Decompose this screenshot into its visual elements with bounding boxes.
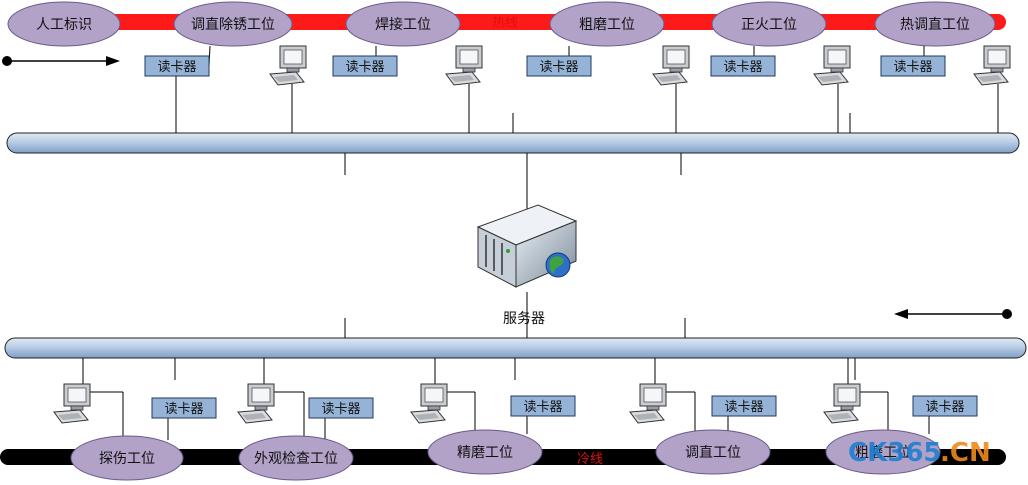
cold-station-2 — [238, 435, 354, 481]
card-reader-cold-1 — [151, 397, 217, 419]
server-label: 服务器 — [503, 311, 545, 327]
hot-station-label: 焊接工位 — [375, 16, 431, 33]
hot-station-3 — [345, 1, 461, 47]
computer-icon-hot-1 — [269, 45, 307, 86]
card-reader-cold-4 — [711, 395, 777, 417]
upper-network-bus — [6, 132, 1020, 154]
cold-station-label: 探伤工位 — [99, 451, 155, 467]
hot-station-label: 正火工位 — [741, 17, 797, 33]
hot-station-4 — [549, 1, 665, 47]
hot-station-1 — [7, 1, 121, 47]
watermark-ck365: CK365 — [848, 438, 942, 468]
card-reader-label: 读卡器 — [724, 400, 763, 415]
cold-station-label: 外观检查工位 — [254, 451, 338, 467]
card-reader-label: 读卡器 — [723, 60, 762, 75]
hot-station-label: 调直除锈工位 — [191, 16, 275, 33]
computer-icon-cold-2 — [237, 383, 275, 424]
cold-line-label: 冷线 — [577, 452, 603, 467]
computer-icon-cold-4 — [629, 383, 667, 424]
computer-icon-hot-5 — [973, 45, 1011, 86]
cold-station-label: 粗磨工位 — [855, 445, 911, 461]
cold-station-label: 精磨工位 — [457, 445, 513, 461]
cold-station-4 — [655, 429, 771, 475]
card-reader-label: 读卡器 — [539, 60, 578, 75]
computer-icon-hot-2 — [445, 45, 483, 86]
lower-network-bus — [4, 337, 1027, 359]
card-reader-cold-2 — [308, 397, 374, 419]
card-reader-label: 读卡器 — [345, 60, 384, 75]
card-reader-cold-5 — [912, 395, 978, 417]
card-reader-label: 读卡器 — [523, 400, 562, 415]
card-reader-label: 读卡器 — [893, 60, 932, 75]
computer-icon-hot-4 — [813, 45, 851, 86]
hot-station-6 — [874, 1, 996, 47]
card-reader-3 — [526, 55, 592, 77]
server-icon — [476, 204, 578, 288]
cold-station-5 — [825, 429, 941, 475]
card-reader-5 — [880, 55, 946, 77]
cold-station-1 — [70, 435, 184, 481]
cold-station-label: 调直工位 — [685, 444, 741, 461]
card-reader-label: 读卡器 — [925, 400, 964, 415]
card-reader-label: 读卡器 — [157, 60, 196, 75]
lower-bus-drops — [174, 318, 856, 380]
hot-station-2 — [173, 1, 293, 47]
cold-station-3 — [427, 429, 543, 475]
hot-line-label: 热线 — [492, 16, 518, 31]
card-reader-cold-3 — [510, 395, 576, 417]
computer-icon-cold-1 — [53, 383, 91, 424]
card-reader-label: 读卡器 — [321, 402, 360, 417]
hot-station-label: 粗磨工位 — [579, 17, 635, 33]
upper-bus-drops — [175, 113, 851, 175]
hot-station-label: 热调直工位 — [900, 16, 970, 33]
computer-icon-cold-5 — [823, 383, 861, 424]
computer-icon-hot-3 — [652, 45, 690, 86]
hot-station-5 — [711, 1, 827, 47]
card-reader-1 — [144, 55, 210, 77]
hot-direction-arrow — [2, 56, 120, 66]
cold-direction-arrow — [894, 309, 1012, 319]
hot-station-label: 人工标识 — [36, 17, 92, 33]
card-reader-4 — [710, 55, 776, 77]
card-reader-label: 读卡器 — [164, 402, 203, 417]
card-reader-2 — [332, 55, 398, 77]
watermark-cn: .CN — [940, 438, 991, 468]
computer-icon-cold-3 — [410, 383, 448, 424]
